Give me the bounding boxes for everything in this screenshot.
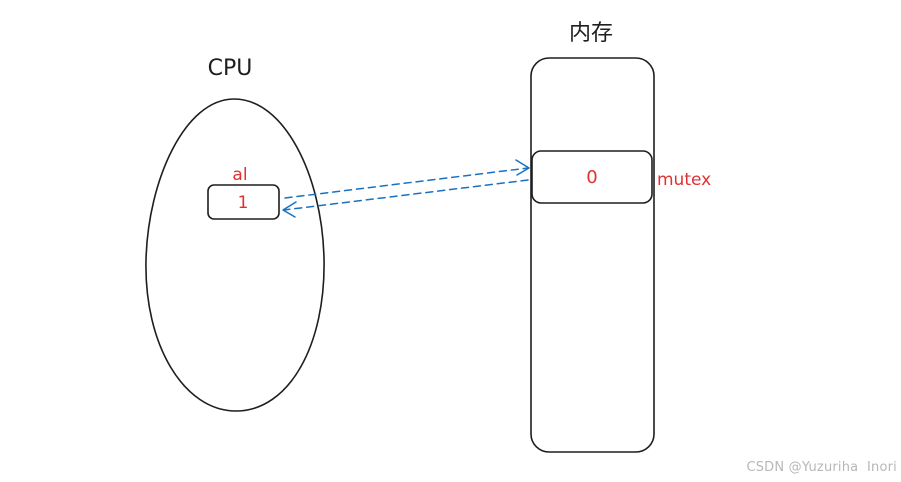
load-arrow-head: [515, 159, 530, 176]
watermark: CSDN @Yuzuriha Inori: [746, 460, 897, 475]
register-value: 1: [238, 193, 249, 213]
load-arrow: [284, 159, 530, 199]
load-arrow-line: [284, 167, 529, 199]
memory-variable-label: mutex: [657, 170, 711, 190]
cpu-title: CPU: [208, 56, 253, 81]
register-name: al: [232, 165, 247, 185]
store-arrow-line: [283, 179, 529, 211]
memory-title: 内存: [569, 21, 613, 46]
memory-cell: [531, 150, 653, 204]
memory-block: [530, 57, 655, 453]
store-arrow-head: [282, 201, 297, 218]
register-box: [207, 184, 280, 220]
cpu-ellipse: [145, 98, 325, 412]
store-arrow: [282, 179, 529, 218]
memory-value: 0: [586, 167, 597, 188]
